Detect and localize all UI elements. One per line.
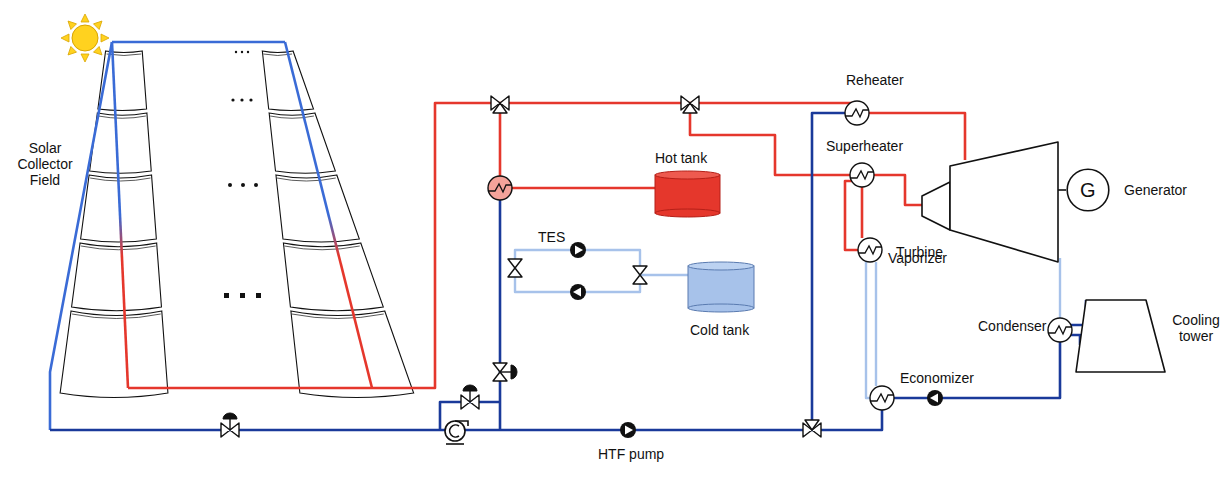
tes-exchanger [488,176,512,200]
three-way-valve [681,96,699,113]
superheater-symbol [850,163,874,187]
light-pipes [515,250,1060,398]
tes-valve [633,266,647,284]
generator-node: GGenerator [1066,168,1110,212]
centrifugal-pump [445,421,468,444]
node-heading: Generator [1124,182,1187,198]
component-label: TES [538,229,565,245]
sun-icon [61,14,109,62]
three-way-valve [491,96,509,113]
tes-pump [570,242,586,258]
vaporizer-symbol [858,238,882,262]
component-label: HTF pump [598,446,664,462]
tes-valve [508,259,522,277]
component-label: Condenser [978,318,1047,334]
htf-pump-symbol [620,422,636,438]
component-label: Cooling tower [1167,312,1225,344]
component-label: Solar Collector Field [2,140,88,188]
component-label: Superheater [826,138,903,154]
tes-pump [570,284,586,300]
component-label: Hot tank [655,150,707,166]
cold-tank [688,262,754,312]
hot-tank [655,171,720,217]
component-label: Turbine [896,244,943,260]
cold-pipes [50,113,1086,430]
field-pipes [50,42,372,430]
condenser-symbol [1048,318,1072,342]
economizer-symbol [870,386,894,410]
component-label: Economizer [900,370,974,386]
component-label: Cold tank [690,322,749,338]
component-label: Reheater [846,72,904,88]
control-valve [493,363,517,381]
turbine-symbol [922,142,1066,262]
reheater-symbol [845,101,869,125]
cooling-tower-symbol [1076,300,1165,372]
generator-symbol-text: G [1080,179,1096,202]
three-way-valve [803,420,821,437]
control-valve [461,385,479,409]
row-dots [224,51,261,298]
feed-pump [927,390,943,406]
hot-pipes [128,101,965,388]
control-valve [221,413,239,437]
